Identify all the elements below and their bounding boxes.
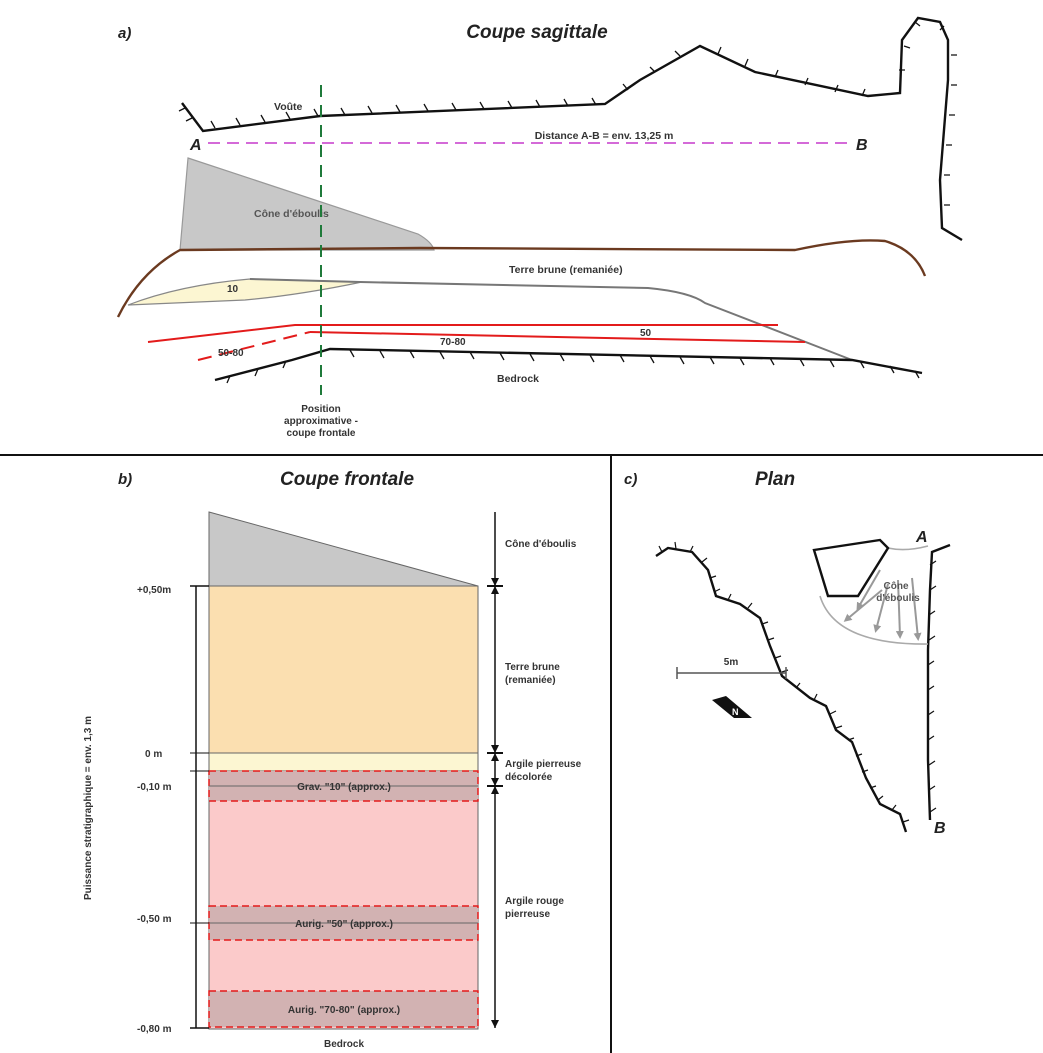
bedrock-line [214,347,923,382]
depth-label-minus050: -0,50 m [137,914,172,925]
red-dashed-50-80 [197,331,311,361]
depth-label-minus010: -0,10 m [137,782,172,793]
plan-cone-label-2: d'éboulis [876,593,920,604]
layer-terre-brune [208,585,479,754]
plan-left-hatching [658,541,910,823]
layer-70-80-label: 70-80 [440,337,466,348]
grey-layer-boundary [249,278,853,361]
scale-label: 5m [724,657,739,668]
bedrock-label-b: Bedrock [324,1039,364,1050]
plan-left-wall [655,546,908,833]
panel-b-frontal-section: b) Coupe frontale Grav. "10" (approx.) A… [83,469,582,1050]
scree-direction-arrows [843,569,922,641]
layer-10-label: 10 [227,284,239,295]
brown-earth-label: Terre brune (remaniée) [509,264,623,276]
band-aurig-70-80 [208,990,479,1028]
layer-argile-decoloree [208,752,479,772]
vault-hatching [178,21,957,206]
panel-c-title: Plan [755,469,795,490]
position-label-line1: Position [301,404,340,415]
label-argile-rouge-2: pierreuse [505,909,550,920]
band-aurig-50-label: Aurig. "50" (approx.) [295,919,393,930]
north-arrow-icon: N [712,696,752,718]
plan-rock-block [812,538,890,598]
panel-c-plan: c) Plan Cône d'éboulis A B 5m [624,469,951,837]
label-scree-cone-b: Cône d'éboulis [505,539,577,550]
label-argile-pierreuse-1: Argile pierreuse [505,759,582,770]
band-aurig-70-80-label: Aurig. "70-80" (approx.) [288,1005,400,1016]
north-label: N [732,707,739,717]
thickness-label: Puissance stratigraphique = env. 1,3 m [83,716,94,900]
label-terre-brune-1: Terre brune [505,662,560,673]
point-b-label: B [856,137,868,154]
plan-scree-cone-outline [819,545,929,645]
bedrock-hatching [226,349,920,384]
position-label-line2: approximative - [284,416,358,427]
panel-a-title: Coupe sagittale [466,22,608,43]
plan-cone-label-1: Cône [884,581,909,592]
vault-ceiling-line [181,16,963,242]
layer-50-80-label: 50-80 [218,348,244,359]
label-argile-rouge-1: Argile rouge [505,896,564,907]
panel-c-letter: c) [624,471,637,488]
label-terre-brune-2: (remaniée) [505,675,556,686]
panel-b-letter: b) [118,471,132,488]
depth-label-0: 0 m [145,749,162,760]
scree-cone-label: Cône d'éboulis [254,208,329,220]
layer-50-label: 50 [640,328,652,339]
vault-label: Voûte [274,101,303,113]
red-line-70-80 [309,331,806,343]
brown-earth-line [116,239,927,318]
panel-b-title: Coupe frontale [280,469,414,490]
plan-right-hatching [927,560,937,813]
position-label-line3: coupe frontale [287,428,356,439]
point-a-label: A [189,137,202,154]
bedrock-label-a: Bedrock [497,373,539,385]
scree-cone-shape [179,157,435,251]
band-grav-10-label: Grav. "10" (approx.) [297,782,391,793]
panel-a-letter: a) [118,25,131,42]
panel-a-sagittal-section: a) Coupe sagittale Voûte A B Distance A-… [116,16,963,439]
label-argile-pierreuse-2: décolorée [505,772,553,783]
plan-point-b: B [934,820,946,837]
distance-label: Distance A-B = env. 13,25 m [535,130,674,142]
plan-point-a: A [915,529,928,546]
layer-10-lens [127,278,363,306]
depth-label-minus080: -0,80 m [137,1024,172,1035]
plan-right-wall [926,543,951,821]
depth-label-plus050: +0,50m [137,585,171,596]
red-line-50 [147,324,778,343]
frontal-scree-cone [208,511,479,587]
